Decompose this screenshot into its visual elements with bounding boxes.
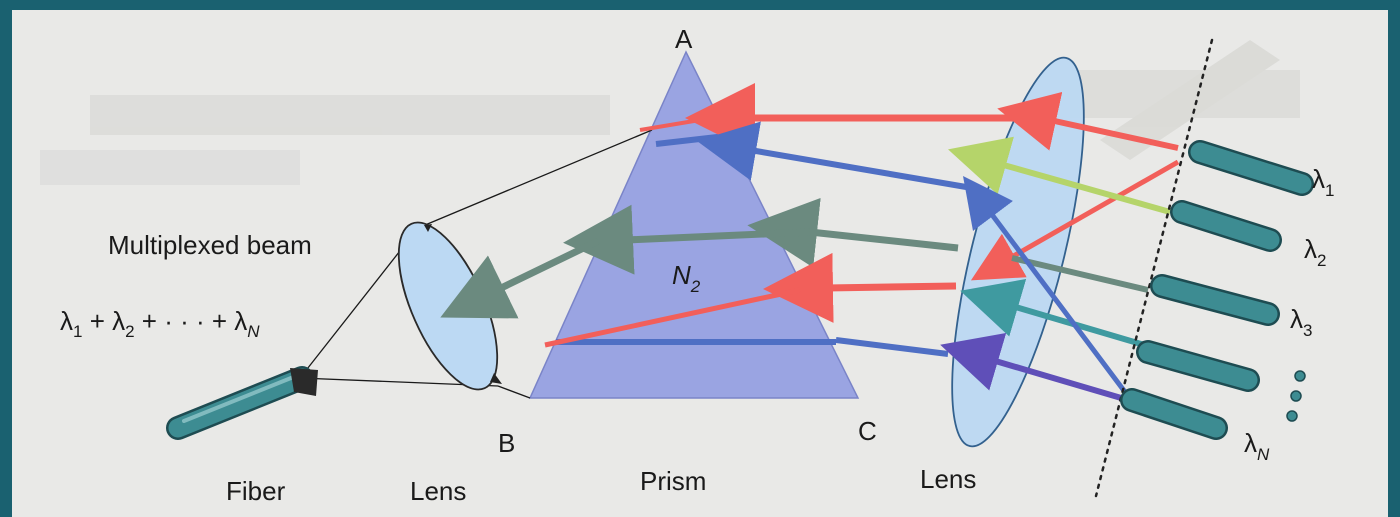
- show-through-background: [40, 40, 1300, 185]
- prism-label: Prism: [640, 466, 706, 496]
- lambda-3-label: λ3: [1290, 304, 1312, 340]
- source-plane-dotted-line: [1094, 38, 1214, 498]
- left-lens: [397, 221, 499, 391]
- beams-sources-to-lens: [940, 91, 1180, 403]
- input-fibers: [1120, 140, 1314, 440]
- multiplexed-expression: λ1 + λ2 + · · · + λN: [60, 306, 260, 341]
- fiber-lambda-3: [1150, 274, 1280, 326]
- lambda-n-label: λN: [1244, 428, 1270, 464]
- vertex-b-label: B: [498, 428, 515, 458]
- fiber-lambda-2: [1170, 200, 1282, 252]
- prism-index-label: N2: [672, 260, 701, 296]
- beams-prism-to-lens: [440, 83, 1030, 357]
- fiber-label: Fiber: [226, 476, 286, 506]
- wdm-prism-diagram: A B C N2 Multiplexed beam λ1 + λ2 + · · …: [40, 24, 1334, 506]
- lens-tip-top: [424, 224, 432, 232]
- output-fiber: [166, 366, 318, 440]
- multiplexed-beam-label: Multiplexed beam: [108, 230, 312, 260]
- fiber-lambda-n: [1120, 388, 1228, 440]
- fiber-lambda-4: [1136, 340, 1260, 392]
- right-lens-label: Lens: [920, 464, 976, 494]
- left-lens-label: Lens: [410, 476, 466, 506]
- vertex-a-label: A: [675, 24, 693, 54]
- lens-tip-bottom: [490, 373, 502, 384]
- lambda-2-label: λ2: [1304, 234, 1326, 270]
- fiber-connector: [290, 368, 318, 396]
- diagram-canvas: A B C N2 Multiplexed beam λ1 + λ2 + · · …: [12, 10, 1388, 517]
- lambda-1-label: λ1: [1312, 164, 1334, 200]
- fiber-lambda-1: [1188, 140, 1314, 196]
- vertex-c-label: C: [858, 416, 877, 446]
- ellipsis-dots: [1286, 370, 1306, 422]
